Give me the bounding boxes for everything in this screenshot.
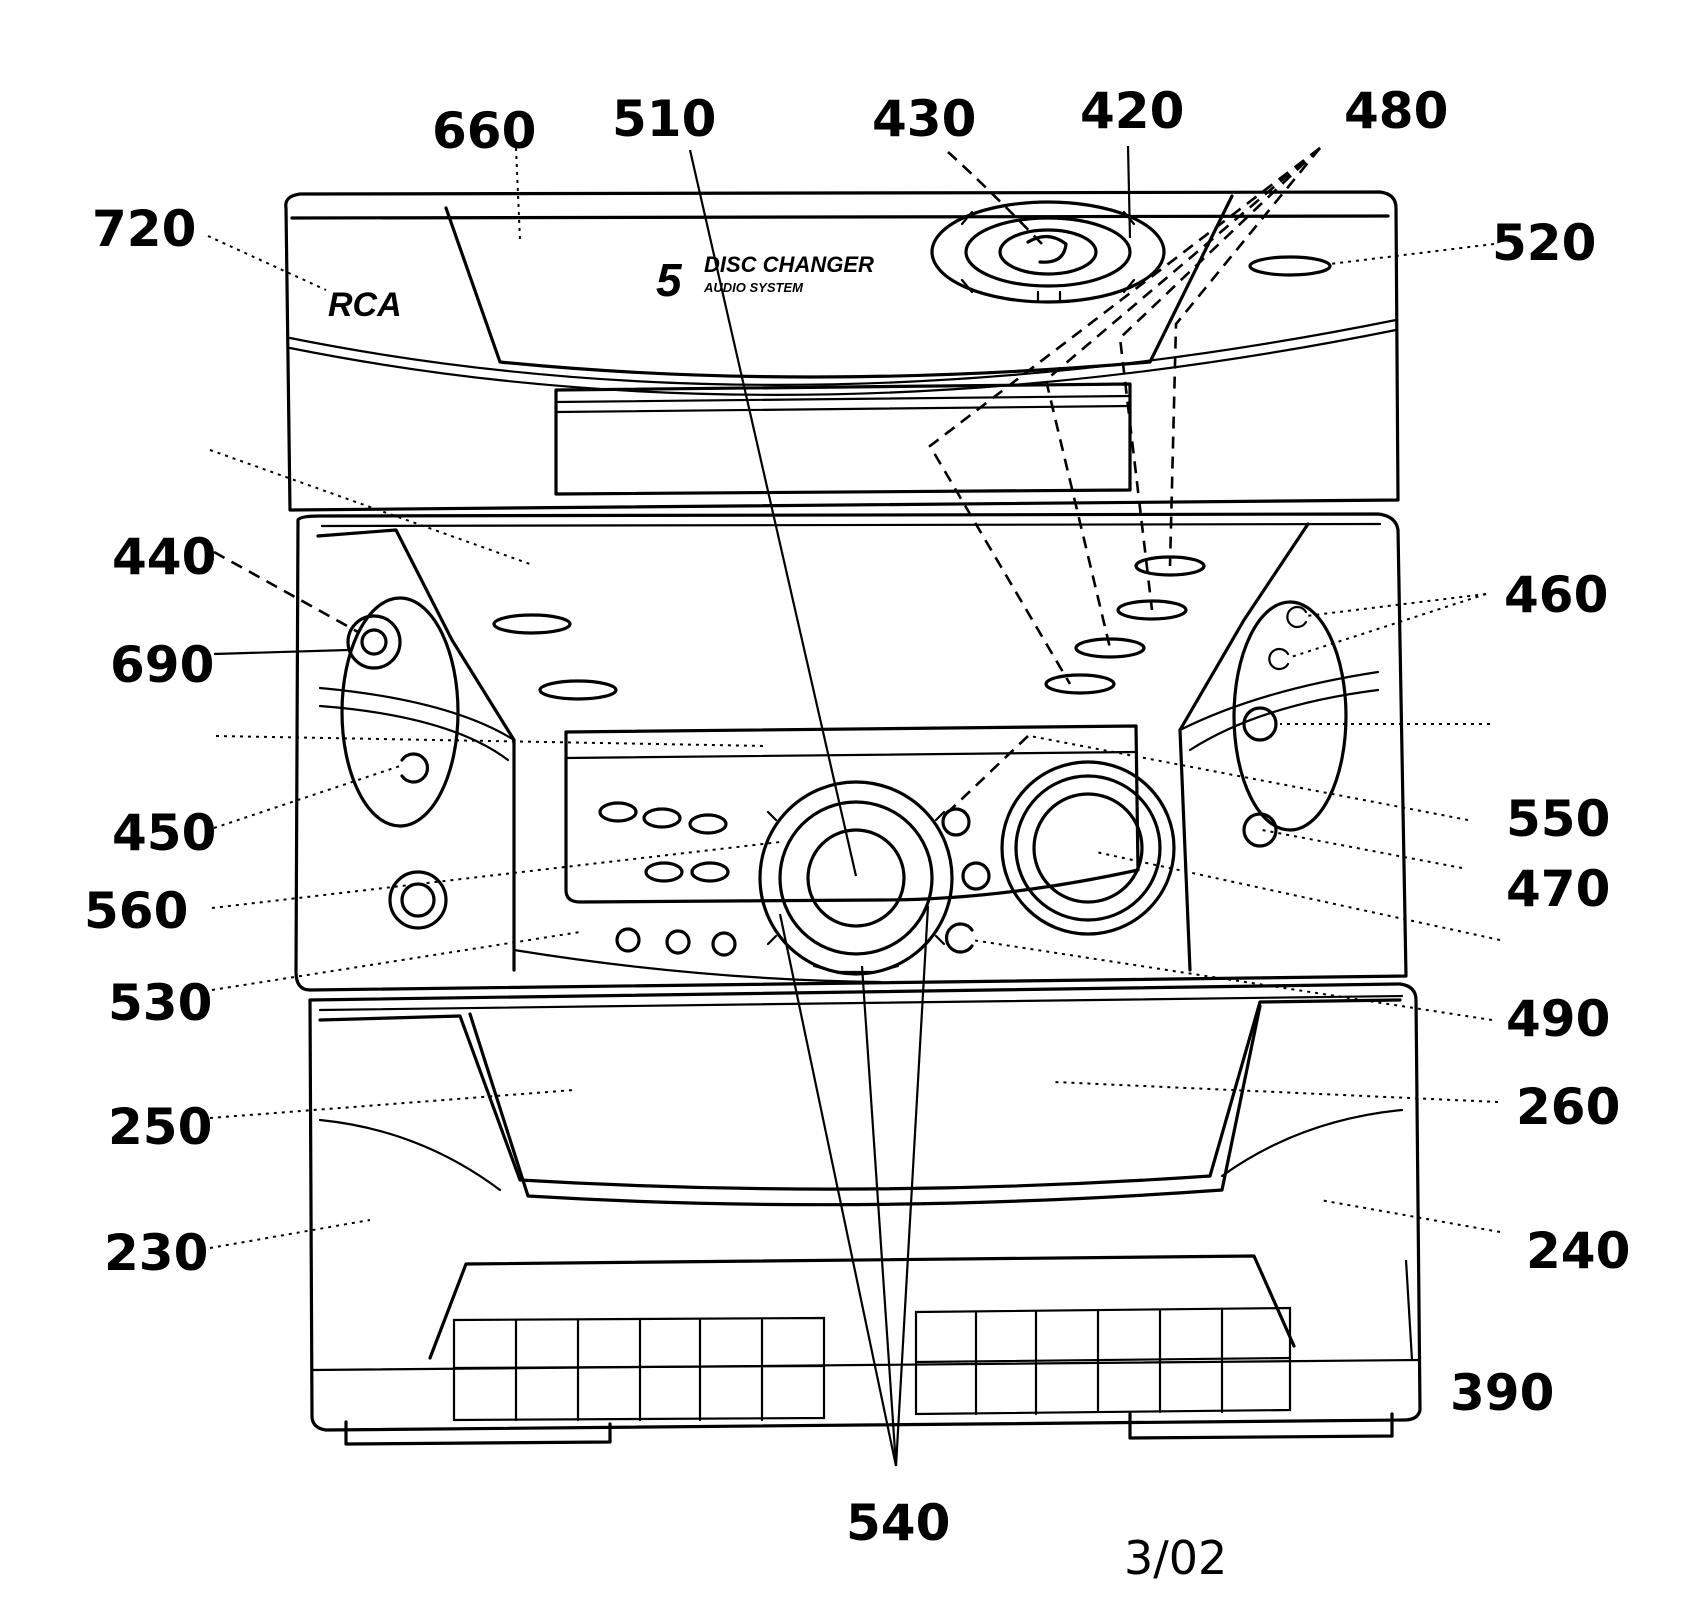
power-knob-690 bbox=[346, 614, 402, 670]
ref-510: 510 bbox=[612, 90, 716, 148]
jack-left bbox=[388, 870, 448, 930]
key-grid-left bbox=[452, 1316, 826, 1422]
cd-changer-unit: RCA 5 DISC CHANGER AUDIO SYSTEM bbox=[284, 190, 1400, 512]
ref-480: 480 bbox=[1344, 82, 1448, 140]
ref-460: 460 bbox=[1504, 566, 1608, 624]
ref-450: 450 bbox=[112, 804, 216, 862]
ref-430: 430 bbox=[872, 90, 976, 148]
reference-numerals: 660 510 430 420 480 720 520 440 690 460 … bbox=[84, 82, 1630, 1552]
model-number: 5 bbox=[656, 254, 683, 306]
model-line-1: DISC CHANGER bbox=[704, 252, 874, 277]
sheet-number: 3/02 bbox=[1124, 1531, 1227, 1585]
ref-250: 250 bbox=[108, 1098, 212, 1156]
leader-lines bbox=[207, 145, 1501, 1467]
ref-690: 690 bbox=[110, 636, 214, 694]
main-control-unit bbox=[294, 512, 1408, 992]
ref-490: 490 bbox=[1506, 990, 1610, 1048]
ref-230: 230 bbox=[104, 1224, 208, 1282]
oval-button-520 bbox=[1248, 255, 1332, 277]
ref-260: 260 bbox=[1516, 1078, 1620, 1136]
ref-440: 440 bbox=[112, 528, 216, 586]
ref-720: 720 bbox=[92, 200, 196, 258]
left-oval-panel bbox=[340, 596, 460, 828]
ref-240: 240 bbox=[1526, 1222, 1630, 1280]
ref-530: 530 bbox=[108, 974, 212, 1032]
model-line-2: AUDIO SYSTEM bbox=[703, 280, 804, 295]
ref-470: 470 bbox=[1506, 860, 1610, 918]
ref-520: 520 bbox=[1492, 214, 1596, 272]
ref-390: 390 bbox=[1450, 1364, 1554, 1422]
ref-540: 540 bbox=[846, 1494, 950, 1552]
ref-560: 560 bbox=[84, 882, 188, 940]
jog-dial-510 bbox=[758, 780, 954, 976]
cassette-unit bbox=[308, 982, 1422, 1446]
volume-knob bbox=[1000, 760, 1176, 936]
key-grid-right bbox=[914, 1306, 1292, 1416]
ref-550: 550 bbox=[1506, 790, 1610, 848]
ref-420: 420 bbox=[1080, 82, 1184, 140]
right-oval-panel bbox=[1232, 600, 1348, 832]
brand-logo: RCA bbox=[328, 286, 402, 324]
ref-660: 660 bbox=[432, 102, 536, 160]
